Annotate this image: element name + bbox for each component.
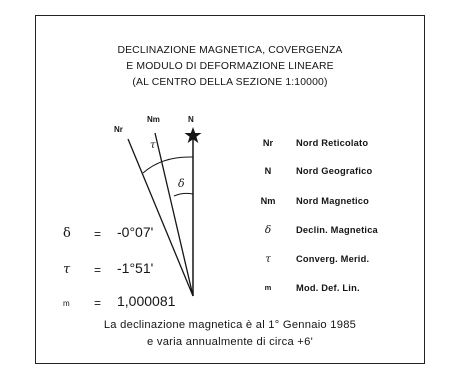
grid-north-line bbox=[127, 138, 194, 297]
value-symbol-m: m bbox=[63, 299, 70, 308]
value-symbol-delta: δ bbox=[63, 226, 71, 241]
legend-desc-nr: Nord Reticolato bbox=[296, 138, 369, 148]
diagram-label-nr: Nr bbox=[114, 125, 123, 134]
legend-desc-tau: Converg. Merid. bbox=[296, 254, 370, 264]
diagram-label-n: N bbox=[188, 115, 194, 124]
footer-line-1: La declinazione magnetica è al 1° Gennai… bbox=[103, 319, 357, 331]
legend-abbr-nr: Nr bbox=[262, 138, 274, 148]
convergence-arc bbox=[142, 156, 194, 174]
value-symbol-tau: τ bbox=[63, 262, 71, 277]
legend-abbr-m: m bbox=[264, 283, 272, 292]
value-scale-modulus: 1,000081 bbox=[117, 293, 176, 309]
figure-frame bbox=[35, 15, 425, 364]
diagram-angle-tau: τ bbox=[150, 140, 156, 151]
legend-abbr-delta: δ bbox=[264, 224, 272, 236]
declination-arc bbox=[173, 192, 194, 197]
value-equals-m: = bbox=[94, 296, 102, 310]
legend-desc-n: Nord Geografico bbox=[296, 166, 373, 176]
legend-desc-delta: Declin. Magnetica bbox=[296, 225, 378, 235]
value-convergence: -1°51' bbox=[117, 260, 154, 276]
legend-abbr-n: N bbox=[264, 166, 272, 176]
value-equals-delta: = bbox=[94, 227, 102, 241]
magnetic-north-line bbox=[154, 132, 194, 297]
diagram-label-nm: Nm bbox=[147, 115, 160, 124]
north-star-icon bbox=[184, 127, 202, 143]
value-declination: -0°07' bbox=[117, 224, 154, 240]
legend-desc-nm: Nord Magnetico bbox=[296, 196, 370, 206]
diagram-angle-delta: δ bbox=[178, 177, 185, 190]
legend-abbr-nm: Nm bbox=[260, 196, 276, 206]
legend-abbr-tau: τ bbox=[265, 253, 271, 265]
footer-line-2: e varia annualmente di circa +6' bbox=[147, 336, 313, 348]
title-line-1: DECLINAZIONE MAGNETICA, COVERGENZA bbox=[117, 45, 343, 56]
title-line-2: E MODULO DI DEFORMAZIONE LINEARE bbox=[126, 61, 334, 72]
title-line-3: (AL CENTRO DELLA SEZIONE 1:10000) bbox=[132, 77, 328, 88]
legend-desc-m: Mod. Def. Lin. bbox=[296, 283, 360, 293]
value-equals-tau: = bbox=[94, 263, 102, 277]
